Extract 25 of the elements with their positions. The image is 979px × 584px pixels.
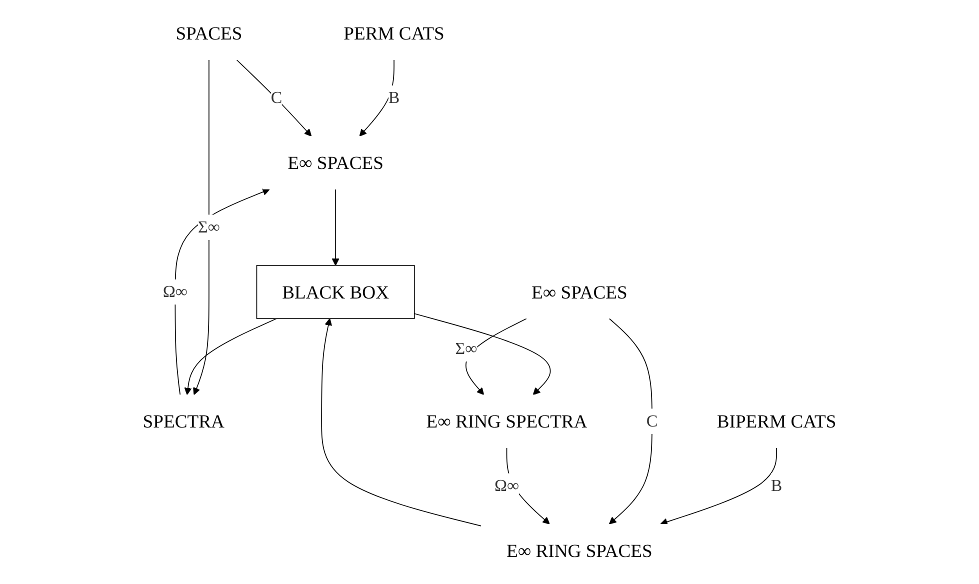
edge-label: B xyxy=(770,476,782,496)
arrow xyxy=(608,318,652,524)
node-text: E∞ RING SPACES xyxy=(506,540,652,562)
node-text: E∞ SPACES xyxy=(288,152,384,174)
node-text: PERM CATS xyxy=(344,22,444,44)
node-text: E∞ RING SPECTRA xyxy=(426,410,588,432)
edge-label: Ω∞ xyxy=(162,282,188,302)
edge-label: C xyxy=(270,88,282,108)
arrow xyxy=(332,188,340,266)
edge-label: C xyxy=(646,412,658,431)
arrow xyxy=(184,318,277,396)
arrow xyxy=(236,60,312,136)
node-text: SPECTRA xyxy=(142,410,224,432)
node-text: BIPERM CATS xyxy=(716,410,836,432)
node-box: BLACK BOX xyxy=(256,264,415,320)
arrow xyxy=(193,60,210,396)
node-text: SPACES xyxy=(176,22,242,44)
arrow xyxy=(321,318,482,526)
edge-label: Σ∞ xyxy=(198,218,220,237)
edge-label: B xyxy=(388,88,400,108)
edge-label: Ω∞ xyxy=(494,476,520,496)
node-text: E∞ SPACES xyxy=(532,281,628,303)
arrow xyxy=(174,188,270,396)
arrow xyxy=(660,448,777,526)
edge-label: Σ∞ xyxy=(455,340,478,358)
